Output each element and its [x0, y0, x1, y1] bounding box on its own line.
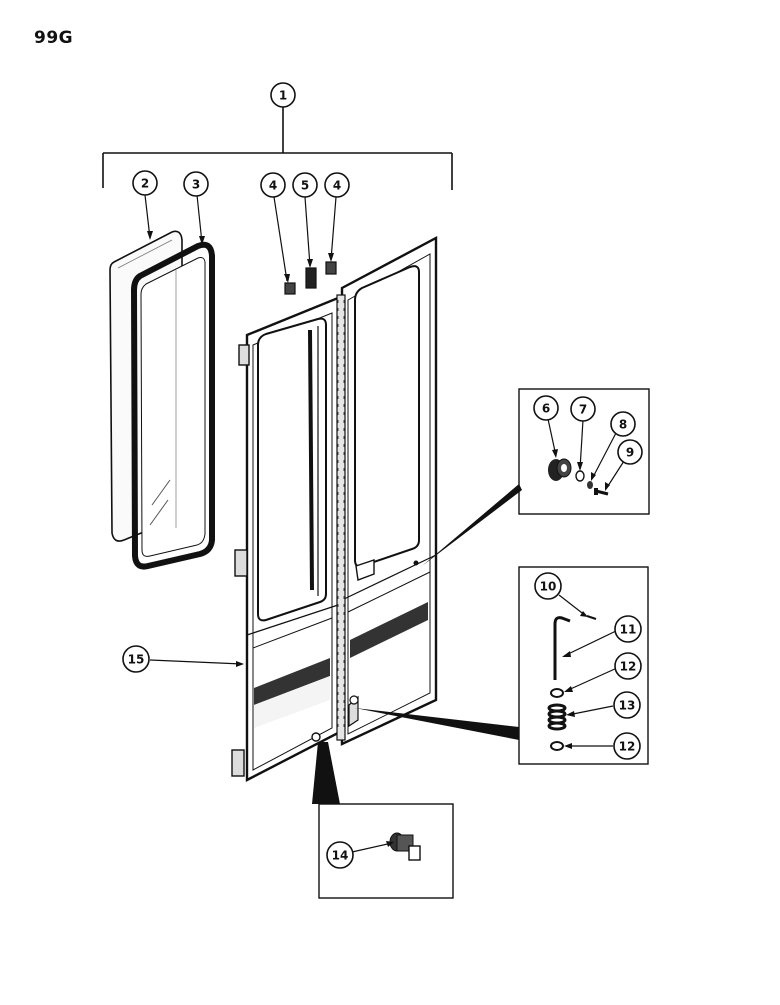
callout-label: 7	[579, 403, 587, 417]
callout-label: 1	[279, 89, 287, 103]
callout-6: 6	[533, 395, 559, 421]
callout-label: 13	[619, 699, 636, 713]
callout-11: 11	[614, 615, 642, 643]
spring-part	[547, 703, 567, 731]
callout-3: 3	[183, 171, 209, 197]
lock-cylinder-part	[389, 832, 421, 861]
latch-rod-part	[553, 616, 571, 680]
callout-12-top: 12	[614, 652, 642, 680]
callout-label: 6	[542, 402, 550, 416]
callout-label: 8	[619, 418, 627, 432]
callout-label: 11	[620, 623, 637, 637]
callout-label: 15	[128, 653, 145, 667]
callout-13: 13	[613, 691, 641, 719]
callout-7: 7	[570, 396, 596, 422]
callout-label: 10	[540, 580, 557, 594]
callout-12-bottom: 12	[613, 732, 641, 760]
right-door	[340, 236, 438, 746]
hinge-strip	[336, 294, 346, 741]
page-code: 99G	[34, 28, 74, 48]
callout-label: 14	[332, 849, 349, 863]
assembly-bracket	[102, 107, 453, 190]
callout-15: 15	[122, 645, 150, 673]
knob-part	[548, 458, 572, 481]
callout-label: 5	[301, 179, 309, 193]
washer-part	[575, 470, 585, 482]
callout-9: 9	[617, 439, 643, 465]
callout-4-right: 4	[324, 172, 350, 198]
washer-part-top	[550, 688, 564, 698]
callout-label: 3	[192, 178, 200, 192]
inset-box-lock	[312, 742, 454, 899]
arrowheads	[147, 231, 610, 847]
callout-10: 10	[534, 572, 562, 600]
washer-part-bottom	[550, 741, 564, 751]
callout-4-left: 4	[260, 172, 286, 198]
callout-label: 2	[141, 177, 149, 191]
callout-label: 9	[626, 446, 634, 460]
pin-part	[586, 615, 597, 620]
lock-washer-part	[587, 481, 593, 489]
callout-label: 12	[619, 740, 636, 754]
callout-1: 1	[270, 82, 296, 108]
leader-lines	[144, 194, 625, 853]
callout-label: 4	[333, 179, 341, 193]
window-seal	[130, 241, 215, 570]
callout-5: 5	[292, 172, 318, 198]
filler-blocks	[284, 261, 337, 295]
callout-label: 12	[620, 660, 637, 674]
screw-part	[594, 488, 609, 496]
callout-14: 14	[326, 841, 354, 869]
left-door	[231, 296, 340, 782]
callout-2: 2	[132, 170, 158, 196]
callout-8: 8	[610, 411, 636, 437]
callout-label: 4	[269, 179, 277, 193]
